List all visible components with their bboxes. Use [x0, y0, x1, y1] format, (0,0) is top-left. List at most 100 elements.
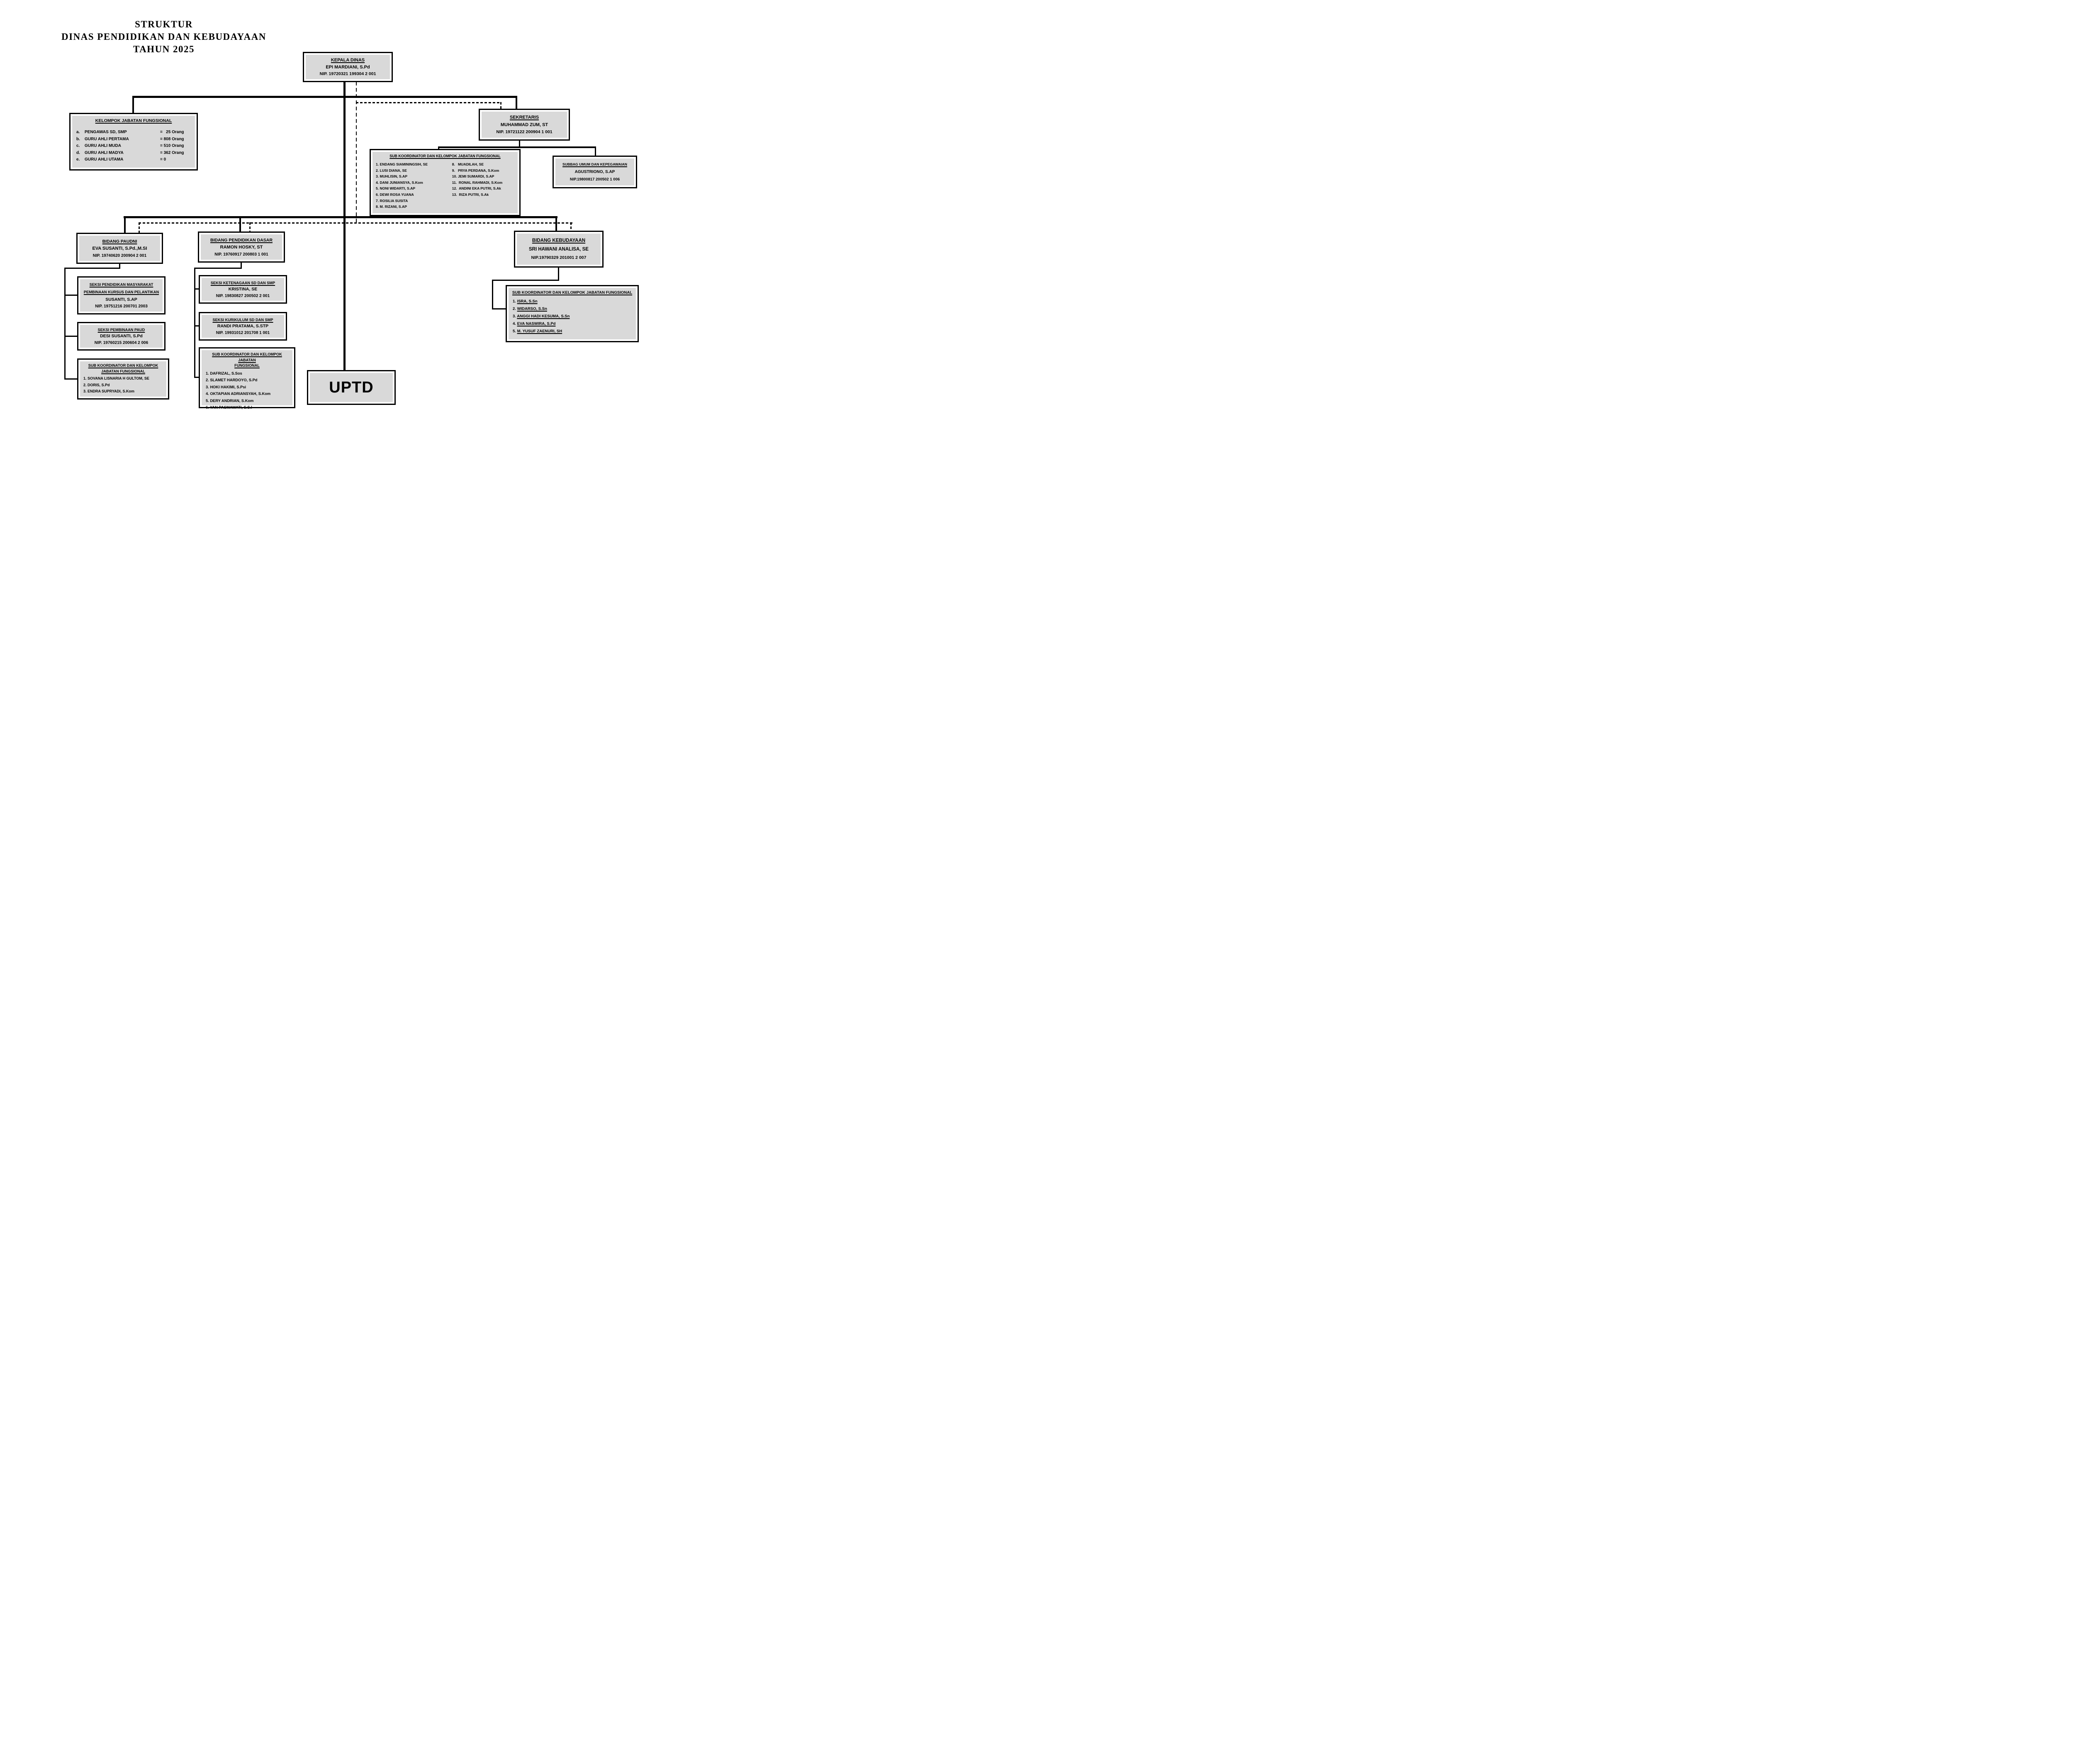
list-item: 8. MUADILAH, SE [452, 162, 484, 166]
list-item: 9. PRYA PERDANA, S.Kom [452, 168, 499, 173]
item-letter: e. [76, 157, 80, 162]
item-letter: c. [76, 144, 80, 148]
connector-dashed-drop-dasar [249, 222, 251, 232]
connector-dashed-drop-paudni [139, 222, 140, 233]
box-title: SEKRETARIS [509, 115, 539, 120]
person-name: AGUSTRIONO, S.AP [574, 169, 615, 174]
list-item: 1. SOVANA LISNARIA H GULTOM, SE [83, 376, 149, 380]
bidang-pendidikan-dasar-box: BIDANG PENDIDIKAN DASAR RAMON HOSKY, ST … [198, 231, 285, 263]
list-item: 5. M. YUSUF ZAENURI, SH [510, 328, 634, 335]
connector-dashed-level2-hbar [139, 222, 572, 224]
person-name: RAMON HOSKY, ST [220, 245, 263, 250]
connector-drop-dasar [239, 216, 241, 232]
box-title: BIDANG PENDIDIKAN DASAR [210, 237, 273, 243]
person-nip: NIP.19790329 201001 2 007 [531, 255, 587, 261]
box-title: SUB KOORDINATOR DAN KELOMPOK JABATAN FUN… [389, 154, 501, 158]
item-name: M. YUSUF ZAENURI, SH [517, 329, 562, 334]
connector-kebudayaan-trunk [492, 280, 493, 309]
person-nip: NIP. 19720321 199304 2 001 [319, 71, 376, 77]
connector-dashed-center-vertical [356, 82, 357, 223]
box-title-line1: SEKSI PENDIDIKAN MASYARAKAT [89, 282, 153, 287]
item-name: WIDARSO, S.Sn [517, 306, 547, 311]
person-name: KRISTINA, SE [228, 287, 258, 292]
person-nip: NIP. 19751216 200701 2003 [95, 304, 148, 309]
list-item: d. GURU AHLI MADYA = 362 Orang [74, 150, 193, 157]
box-title: SUB KOORDINATOR DAN KELOMPOK JABATAN FUN… [512, 290, 633, 295]
item-letter: a. [76, 130, 80, 134]
list-item: 7. ROSILIA SUSITA [376, 198, 408, 203]
list-item: 8. M. RIZANI, S.AP [376, 205, 407, 209]
person-name: SUSANTI, S.AP [105, 297, 137, 302]
column-1: 1. ENDANG SIAMININGSIH, SE 2. LUSI DIANA… [376, 161, 452, 210]
list-item: 12. ANDINI EKA PUTRI, S.Ak [452, 186, 501, 191]
person-name: RANDI PRATAMA, S.STP [217, 324, 269, 329]
connector-kebudayaan-elbow [492, 280, 559, 281]
item-letter: d. [76, 150, 80, 155]
connector-drop-kebudayaan [555, 216, 557, 231]
item-number: 4. [513, 321, 516, 326]
seksi-pembinaan-paud-box: SEKSI PEMBINAAN PAUD DESI SUSANTI, S.Pd … [77, 322, 166, 351]
list-item: 5. DERY ANDRIAN, S.Kom [206, 398, 254, 403]
person-name: MUHAMMAD ZUM, ST [500, 122, 548, 127]
uptd-box: UPTD [307, 370, 396, 405]
box-title: SUBBAG UMUM DAN KEPEGAWAIAN [562, 162, 627, 167]
person-nip: NIP. 19760215 200604 2 006 [94, 340, 148, 345]
connector-center-vertical [343, 82, 346, 370]
item-value: = 808 Orang [160, 136, 184, 141]
box-title: SEKSI KETENAGAAN SD DAN SMP [210, 280, 275, 285]
seksi-kurikulum-box: SEKSI KURIKULUM SD DAN SMP RANDI PRATAMA… [199, 312, 287, 341]
connector-paudni-trunk [64, 268, 66, 380]
box-title-line1: SUB KOORDINATOR DAN KELOMPOK JABATAN [212, 352, 282, 362]
list-item: 11. RONAL RAHMADI, S.Kom [452, 180, 503, 185]
connector-dashed-drop-sekretaris [500, 102, 501, 110]
box-title: BIDANG PAUDNI [102, 239, 137, 244]
box-title: BIDANG KEBUDAYAAN [532, 238, 586, 243]
connector-drop-sekretaris [516, 96, 517, 109]
item-label: PENGAWAS SD, SMP [85, 130, 127, 134]
connector-drop-paudni [124, 216, 126, 233]
page-title-line3: TAHUN 2025 [133, 44, 195, 54]
list-item: 4. DANI JUNIANSYA, S.Kom [376, 180, 423, 185]
connector-stub-dikmas [64, 295, 78, 296]
item-value: = 0 [160, 157, 166, 162]
connector-stub-subkoord-kebudayaan [492, 308, 507, 309]
list-item: 1. ENDANG SIAMININGSIH, SE [376, 162, 428, 166]
org-chart-canvas: STRUKTUR DINAS PENDIDIKAN DAN KEBUDAYAAN… [0, 0, 674, 441]
list-item: a. PENGAWAS SD, SMP = 25 Orang [74, 129, 193, 136]
connector-stub-ketenagaan [194, 288, 200, 290]
list-item: 1. DAFRIZAL, S.Sos [206, 371, 242, 375]
page-title-line2: DINAS PENDIDIKAN DAN KEBUDAYAAN [61, 32, 266, 42]
box-title: KELOMPOK JABATAN FUNGSIONAL [95, 118, 172, 123]
list-item: 4. EVA NASWIRA, S.Pd [510, 320, 634, 328]
connector-dashed-drop-kebudayaan [570, 222, 572, 231]
list-item: b. GURU AHLI PERTAMA = 808 Orang [74, 136, 193, 143]
list-item: c. GURU AHLI MUDA = 510 Orang [74, 143, 193, 150]
item-number: 3. [513, 314, 516, 319]
list-item: 2. WIDARSO, S.Sn [510, 305, 634, 313]
item-number: 1. [513, 299, 516, 304]
connector-dasar-elbow [194, 268, 242, 269]
person-nip: NIP.19800817 200502 1 006 [570, 177, 620, 182]
list-item: 3. ENDRA SUPRYADI, S.Kom [83, 389, 135, 393]
connector-level1-hbar [133, 96, 517, 98]
connector-sekretariat-hbar [438, 146, 596, 148]
box-title-line2: PEMBINAAN KURSUS DAN PELANTIKAN [83, 290, 159, 295]
connector-dasar-down [241, 262, 242, 269]
subkoordinator-sekretariat-box: SUB KOORDINATOR DAN KELOMPOK JABATAN FUN… [370, 149, 521, 216]
uptd-label: UPTD [329, 378, 374, 396]
item-label: GURU AHLI PERTAMA [85, 136, 129, 141]
person-nip: NIP. 19740620 200904 2 001 [93, 253, 147, 258]
item-label: GURU AHLI MADYA [85, 150, 124, 155]
box-title: SEKSI PEMBINAAN PAUD [97, 327, 145, 332]
list-item: 2. LUSI DIANA, SE [376, 168, 407, 173]
item-label: GURU AHLI UTAMA [85, 157, 124, 162]
kepala-dinas-box: KEPALA DINAS EPI MARDIANI, S.Pd NIP. 197… [303, 52, 393, 82]
list-item: 13. RIZA PUTRI, S.Ak [452, 192, 489, 197]
connector-drop-kelompok [132, 96, 134, 113]
page-title: STRUKTUR DINAS PENDIDIKAN DAN KEBUDAYAAN… [23, 18, 305, 56]
connector-paudni-down [119, 263, 120, 269]
page-title-line1: STRUKTUR [135, 19, 193, 29]
item-name: ANGGI HADI KESUMA, S.Sn [517, 314, 570, 319]
box-title-line2: FUNGSIONAL [234, 363, 260, 368]
bidang-kebudayaan-box: BIDANG KEBUDAYAAN SRI HAWANI ANALISA, SE… [514, 231, 604, 268]
